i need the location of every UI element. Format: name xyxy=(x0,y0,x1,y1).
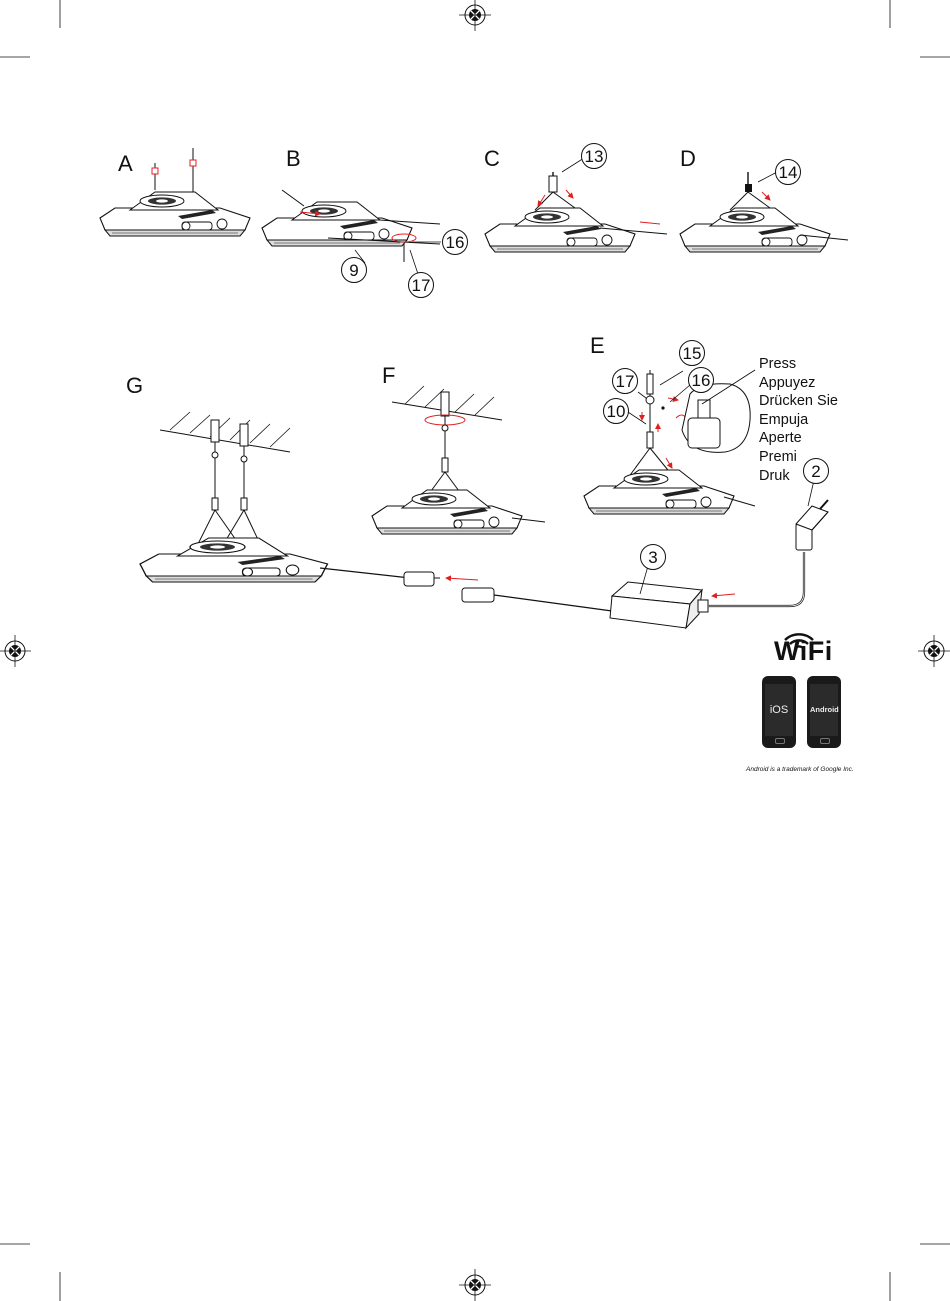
home-button-icon xyxy=(820,738,830,744)
step-e-drawing xyxy=(584,370,755,514)
press-word: Appuyez xyxy=(759,374,838,393)
press-word: Premi xyxy=(759,448,838,467)
press-word: Press xyxy=(759,355,838,374)
trademark-note: Android is a trademark of Google Inc. xyxy=(746,766,854,773)
press-word: Druk xyxy=(759,467,838,486)
step-d-drawing xyxy=(680,172,848,252)
press-word: Drücken Sie xyxy=(759,392,838,411)
step-label-g: G xyxy=(126,373,143,399)
wifi-label: WiFi xyxy=(774,636,833,667)
registration-mark-icon xyxy=(459,0,491,31)
android-phone-icon: Android xyxy=(807,676,841,748)
callout-13: 13 xyxy=(581,143,607,169)
callout-9: 9 xyxy=(341,257,367,283)
callout-3: 3 xyxy=(640,544,666,570)
callout-16-e: 16 xyxy=(688,367,714,393)
home-button-icon xyxy=(775,738,785,744)
press-word: Empuja xyxy=(759,411,838,430)
step-label-c: C xyxy=(484,146,500,172)
press-word: Aperte xyxy=(759,429,838,448)
callout-17: 17 xyxy=(408,272,434,298)
step-f-drawing xyxy=(372,386,545,534)
callout-10: 10 xyxy=(603,398,629,424)
step-label-a: A xyxy=(118,151,133,177)
step-label-e: E xyxy=(590,333,605,359)
registration-mark-icon xyxy=(459,1269,491,1301)
callout-15: 15 xyxy=(679,340,705,366)
callout-14: 14 xyxy=(775,159,801,185)
callout-16: 16 xyxy=(442,229,468,255)
ios-phone-screen: iOS xyxy=(765,684,793,736)
android-phone-screen: Android xyxy=(810,684,838,736)
step-c-drawing xyxy=(485,158,667,252)
press-instruction-list: Press Appuyez Drücken Sie Empuja Aperte … xyxy=(759,355,838,485)
step-label-b: B xyxy=(286,146,301,172)
registration-mark-icon xyxy=(0,635,31,667)
registration-mark-icon xyxy=(918,635,950,667)
callout-17-e: 17 xyxy=(612,368,638,394)
ios-phone-icon: iOS xyxy=(762,676,796,748)
step-label-f: F xyxy=(382,363,395,389)
step-label-d: D xyxy=(680,146,696,172)
